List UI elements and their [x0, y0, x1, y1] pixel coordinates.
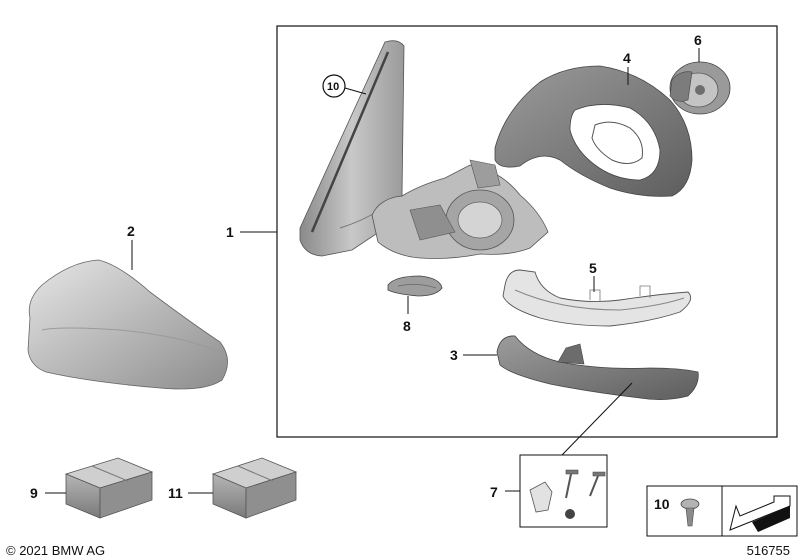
callout-6: 6	[694, 32, 702, 48]
screw-icon	[680, 498, 700, 527]
legend-callout-10: 10	[654, 496, 670, 512]
part-7-kit[interactable]	[529, 469, 606, 519]
part-5-light-guide[interactable]	[502, 269, 692, 327]
callout-7: 7	[490, 484, 498, 500]
callout-10: 10	[327, 81, 339, 93]
callout-1: 1	[226, 224, 234, 240]
part-6-actuator[interactable]	[669, 61, 731, 115]
callout-2: 2	[127, 223, 135, 239]
diagram-id: 516755	[746, 543, 790, 558]
callout-5: 5	[589, 260, 597, 276]
part-11-box[interactable]	[211, 457, 298, 519]
part-3-lower-cover[interactable]	[496, 335, 699, 400]
part-9-box[interactable]	[64, 457, 154, 519]
part-mirror-base[interactable]	[371, 159, 549, 259]
callout-8: 8	[403, 318, 411, 334]
part-4-housing-frame[interactable]	[494, 65, 693, 197]
part-2-mirror-cap[interactable]	[27, 259, 228, 390]
callout-9: 9	[30, 485, 38, 501]
leader-lines	[45, 48, 700, 494]
part-8-cover-plate[interactable]	[387, 275, 443, 297]
copyright-text: © 2021 BMW AG	[6, 543, 106, 558]
callout-10-circle	[322, 74, 346, 98]
callout-4: 4	[623, 50, 631, 66]
callout-3: 3	[450, 347, 458, 363]
callout-11: 11	[168, 485, 183, 501]
arrow-icon	[729, 495, 791, 532]
